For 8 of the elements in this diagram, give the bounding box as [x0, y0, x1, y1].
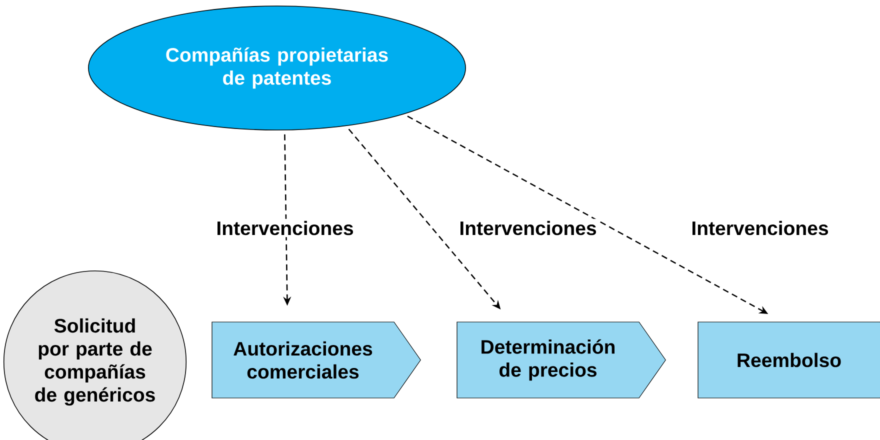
edge-label: Intervenciones [214, 218, 356, 238]
arrow-box: Autorizaciones comerciales [212, 322, 421, 398]
circle-node: Solicitud por parte de compañías de genéricos [3, 270, 187, 440]
edge-label: Intervenciones [689, 218, 831, 238]
oval-node: Compañías propietarias de patentes [88, 6, 466, 130]
arrow-box: Reembolso [698, 322, 880, 398]
edge-label: Intervenciones [457, 218, 599, 238]
arrow-box: Determinación de precios [456, 322, 666, 398]
